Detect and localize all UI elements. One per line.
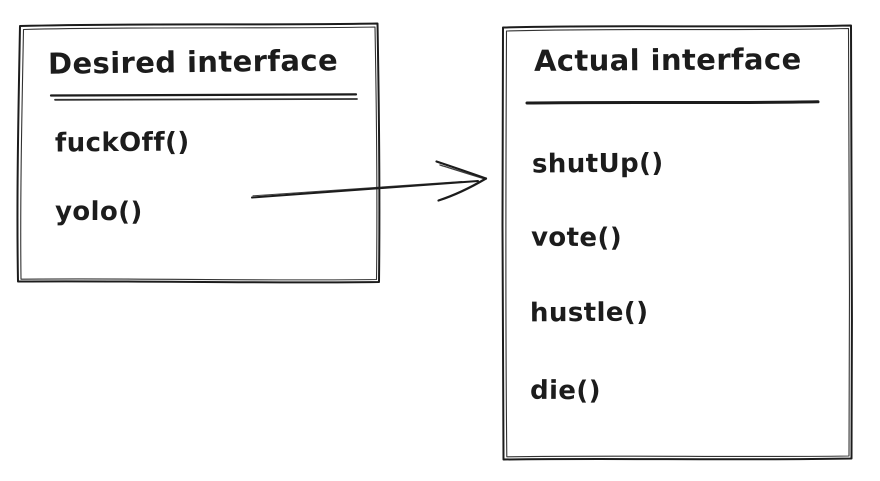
mapping-arrow: [251, 160, 488, 202]
right-box-method-vote: vote(): [530, 222, 623, 254]
arrow-head-upper: [435, 160, 488, 180]
left-box-title: Desired interface: [47, 43, 339, 81]
right-box-method-shutup: shutUp(): [531, 148, 664, 180]
right-box-outline: [501, 24, 853, 461]
right-box-method-die: die(): [529, 375, 602, 407]
arrow-shaft: [251, 180, 479, 199]
left-box-method-yolo: yolo(): [54, 196, 143, 228]
right-title-underline: [525, 100, 820, 105]
arrow-head-upper-second-pass: [439, 164, 486, 180]
left-title-underline: [49, 93, 358, 97]
left-box-method-fuckoff: fuckOff(): [54, 127, 190, 159]
left-box-outline-second-pass: [20, 26, 378, 281]
left-box-outline: [16, 22, 381, 284]
left-title-underline-second-pass: [54, 98, 358, 101]
right-box-method-hustle: hustle(): [529, 297, 649, 329]
arrow-shaft-second-pass: [252, 181, 463, 197]
right-box-outline-second-pass: [505, 27, 851, 458]
right-box-title: Actual interface: [533, 42, 802, 78]
arrow-head-lower: [437, 177, 488, 202]
